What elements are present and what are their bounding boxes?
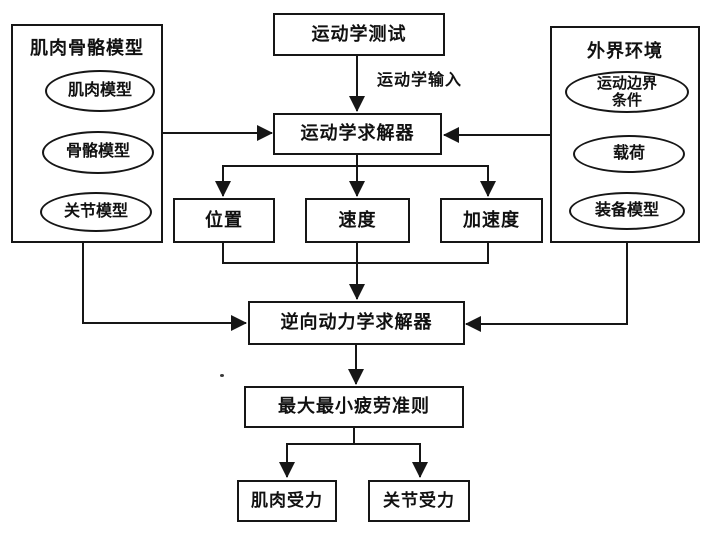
panel-musculoskeletal-model: 肌肉骨骼模型 肌肉模型 骨骼模型 关节模型 bbox=[11, 24, 163, 243]
edge-results-merge-bar bbox=[222, 243, 489, 264]
equipment-model-label: 装备模型 bbox=[594, 201, 659, 219]
kinematics-test-label: 运动学测试 bbox=[311, 23, 407, 44]
position-label: 位置 bbox=[205, 209, 243, 230]
skeleton-model-label: 骨骼模型 bbox=[65, 143, 130, 161]
panel-musculoskeletal-title: 肌肉骨骼模型 bbox=[30, 38, 144, 58]
edge-musculoskeletal-to-inverse-solver bbox=[82, 243, 247, 331]
node-muscle-model: 肌肉模型 bbox=[45, 70, 155, 112]
scan-artifact-dot bbox=[220, 374, 224, 377]
panel-external-environment: 外界环境 运动边界条件 载荷 装备模型 bbox=[550, 26, 700, 243]
node-kinematics-test: 运动学测试 bbox=[273, 13, 445, 56]
muscle-force-label: 肌肉受力 bbox=[251, 490, 323, 510]
node-joint-model: 关节模型 bbox=[40, 192, 152, 232]
node-motion-boundary-conditions: 运动边界条件 bbox=[565, 71, 689, 113]
edge-fatigue-branch-bar bbox=[286, 428, 421, 445]
node-position: 位置 bbox=[173, 198, 275, 243]
acceleration-label: 加速度 bbox=[463, 209, 520, 230]
panel-environment-title: 外界环境 bbox=[587, 41, 663, 61]
muscle-model-label: 肌肉模型 bbox=[67, 81, 132, 99]
kinematics-solver-label: 运动学求解器 bbox=[300, 123, 415, 144]
motion-boundary-conditions-label: 运动边界条件 bbox=[596, 74, 657, 109]
node-acceleration: 加速度 bbox=[440, 198, 543, 243]
node-load: 载荷 bbox=[573, 135, 685, 173]
joint-force-label: 关节受力 bbox=[383, 490, 455, 510]
node-kinematics-solver: 运动学求解器 bbox=[273, 113, 442, 155]
node-equipment-model: 装备模型 bbox=[569, 192, 685, 230]
inverse-dynamics-solver-label: 逆向动力学求解器 bbox=[280, 312, 433, 333]
node-joint-force: 关节受力 bbox=[368, 480, 470, 522]
fatigue-criterion-label: 最大最小疲劳准则 bbox=[278, 396, 430, 417]
node-fatigue-criterion: 最大最小疲劳准则 bbox=[244, 386, 464, 428]
node-skeleton-model: 骨骼模型 bbox=[42, 131, 154, 174]
load-label: 载荷 bbox=[612, 144, 645, 162]
node-inverse-dynamics-solver: 逆向动力学求解器 bbox=[248, 301, 465, 345]
node-muscle-force: 肌肉受力 bbox=[237, 480, 337, 522]
joint-model-label: 关节模型 bbox=[63, 202, 128, 220]
velocity-label: 速度 bbox=[338, 209, 377, 230]
edge-label-kinematics-input: 运动学输入 bbox=[377, 72, 463, 89]
edge-environment-to-inverse-solver bbox=[465, 243, 628, 332]
node-velocity: 速度 bbox=[305, 198, 410, 243]
